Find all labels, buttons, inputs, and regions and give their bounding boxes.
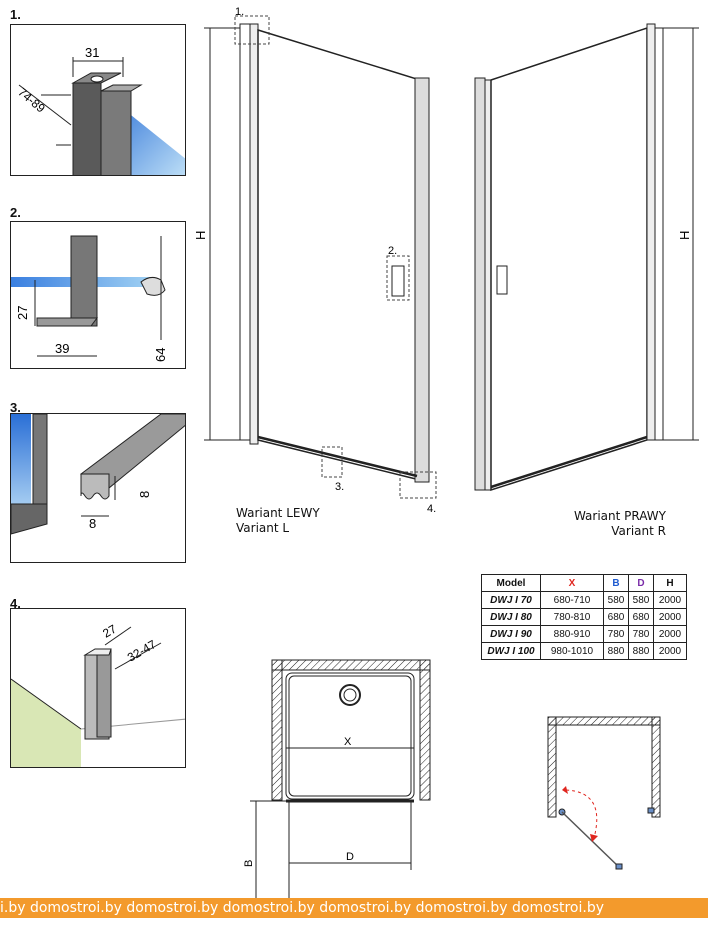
table-header-row: Model X B D H [481,574,687,592]
table-cell: 780-810 [540,608,604,626]
detail-2-dim-39: 39 [55,341,69,356]
detail-4-drawing: 27 32-47 [11,622,185,767]
table-cell: DWJ I 70 [481,591,541,609]
door-left: H 1. 2. 3. 4. [195,6,437,515]
variant-right-line2: Variant R [611,524,666,538]
table-cell: DWJ I 90 [481,625,541,643]
detail-2-label: 2. [10,205,21,220]
detail-4-panel: 27 32-47 [10,608,186,768]
detail-3-dim-width: 8 [89,516,96,531]
variant-left-text: Wariant LEWY Variant L [236,506,320,536]
callout-1: 1. [235,6,244,18]
table-cell: 680 [603,608,629,626]
plan-x-label: X [344,736,352,748]
variant-right-text: Wariant PRAWY Variant R [560,509,666,539]
door-right-height-label: H [677,231,692,240]
table-cell: 780 [628,625,654,643]
door-swing-diagram [547,716,661,870]
detail-1-panel: 31 74-89 [10,24,186,176]
detail-2-panel: 27 39 64 [10,221,186,369]
table-cell: 680 [628,608,654,626]
col-b: B [603,574,629,592]
col-model: Model [481,574,541,592]
door-drawings: H 1. 2. 3. 4. H [195,6,699,515]
variant-left-line2: Variant L [236,521,290,535]
col-d: D [628,574,654,592]
table-cell: 580 [603,591,629,609]
door-right: H [474,23,699,492]
table-cell: 980-1010 [540,642,604,660]
detail-4-dim-32-47: 32-47 [125,637,159,665]
watermark-strip: i.by domostroi.by domostroi.by domostroi… [0,898,708,918]
callout-4: 4. [427,503,436,515]
detail-1-label: 1. [10,7,21,22]
detail-3-label: 3. [10,400,21,415]
table-cell: 2000 [653,625,687,643]
table-cell: DWJ I 100 [481,642,541,660]
callout-3: 3. [335,481,344,493]
table-cell: 2000 [653,608,687,626]
variant-right-line1: Wariant PRAWY [573,509,666,523]
callout-2: 2. [388,245,397,257]
detail-3-dim-height: 8 [137,491,152,498]
col-h: H [653,574,687,592]
table-cell: 880 [603,642,629,660]
table-cell: 580 [628,591,654,609]
door-left-height-label: H [195,231,208,240]
col-x: X [540,574,604,592]
variant-left-line1: Wariant LEWY [236,506,320,520]
detail-2-dim-27: 27 [15,306,30,320]
table-cell: 2000 [653,591,687,609]
detail-1-drawing: 31 74-89 [15,45,185,175]
table-cell: DWJ I 80 [481,608,541,626]
detail-1-dim-width: 31 [85,45,99,60]
detail-4-label: 4. [10,596,21,611]
floor-plan-tray: X B D [243,659,431,898]
detail-2-dim-64: 64 [153,348,168,362]
table-cell: 680-710 [540,591,604,609]
plan-b-label: B [243,860,255,867]
table-cell: 2000 [653,642,687,660]
table-cell: 880-910 [540,625,604,643]
detail-3-panel: 8 8 [10,413,186,563]
detail-4-dim-27: 27 [100,622,119,641]
detail-2-drawing: 27 39 64 [11,235,168,362]
table-cell: 780 [603,625,629,643]
table-cell: 880 [628,642,654,660]
detail-1-dim-depth: 74-89 [15,85,48,116]
detail-3-drawing: 8 8 [11,414,185,535]
plan-d-label: D [346,851,354,863]
